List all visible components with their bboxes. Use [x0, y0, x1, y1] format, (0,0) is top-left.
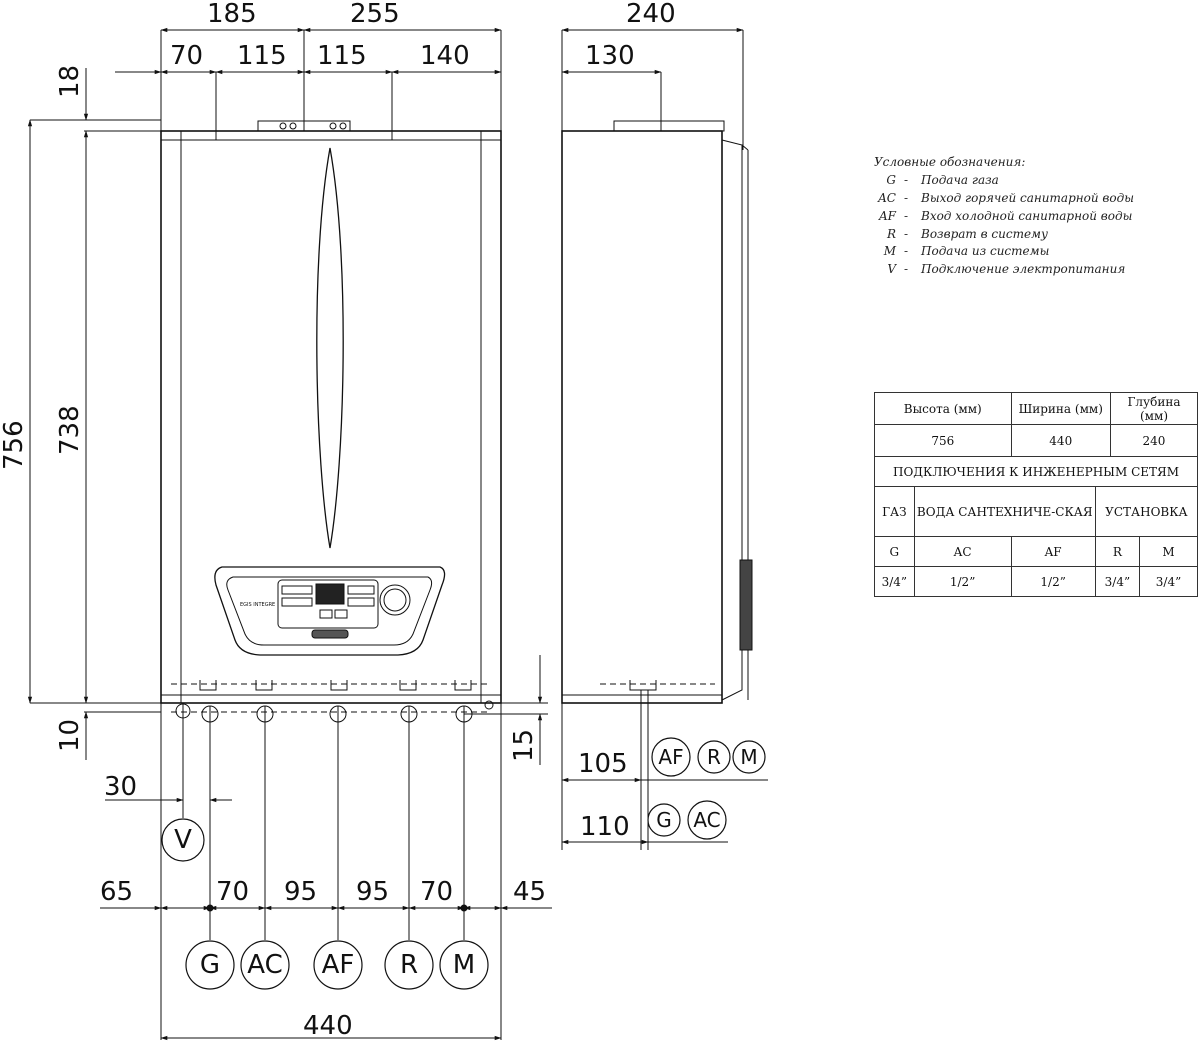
control-panel: EGIS INTEGRE	[214, 566, 446, 656]
conn-af: AF	[322, 950, 355, 980]
dim-bottom-65: 65	[100, 877, 133, 907]
legend-text-g: Подача газа	[920, 173, 999, 187]
dim-top-185: 185	[207, 0, 257, 29]
conn-r: R	[400, 950, 418, 980]
dim-side-130: 130	[585, 41, 635, 71]
value-width: 440	[1010, 424, 1111, 457]
dim-side-110: 110	[580, 812, 630, 842]
dim-bottom-70-left: 70	[216, 877, 249, 907]
side-view	[561, 120, 753, 704]
spec-table: Высота (мм) Ширина (мм) Глубина (мм) 756…	[874, 392, 1199, 597]
value-depth: 240	[1109, 424, 1199, 457]
legend-code-r: R	[886, 227, 896, 241]
legend-text-m: Подача из системы	[920, 244, 1049, 258]
code-m: M	[1138, 536, 1199, 567]
dim-left-18: 18	[55, 65, 85, 98]
group-installation: УСТАНОВКА	[1094, 486, 1199, 537]
dim-bottom-95-left: 95	[284, 877, 317, 907]
dim-left-738: 738	[55, 405, 85, 455]
svg-text:-: -	[904, 191, 908, 205]
dim-left-10: 10	[55, 719, 85, 752]
conn-ac: AC	[247, 950, 282, 980]
side-conn-af: AF	[658, 745, 683, 769]
svg-text:-: -	[904, 227, 908, 241]
side-conn-m: M	[740, 745, 757, 769]
side-conn-ac: AC	[693, 808, 720, 832]
dim-top-140: 140	[420, 41, 470, 71]
legend-code-ac: AC	[877, 191, 896, 205]
side-conn-r: R	[707, 745, 721, 769]
code-af: AF	[1010, 536, 1096, 567]
panel-brand-text: EGIS INTEGRE	[240, 602, 275, 608]
connection-fittings	[199, 680, 472, 691]
size-af: 1/2”	[1010, 566, 1096, 597]
dim-right-15: 15	[509, 729, 539, 762]
dim-side-105: 105	[578, 749, 628, 779]
size-ac: 1/2”	[913, 566, 1012, 597]
svg-text:-: -	[904, 262, 908, 276]
legend-code-g: G	[886, 173, 896, 187]
section-title: ПОДКЛЮЧЕНИЯ К ИНЖЕНЕРНЫМ СЕТЯМ	[874, 456, 1198, 487]
size-m: 3/4”	[1138, 566, 1199, 597]
dim-bottom-30: 30	[104, 772, 137, 802]
code-ac: AC	[913, 536, 1012, 567]
size-r: 3/4”	[1094, 566, 1140, 597]
conn-v: V	[174, 825, 192, 855]
side-conn-g: G	[656, 808, 672, 832]
conn-g: G	[200, 950, 220, 980]
dim-top-115-left: 115	[237, 41, 287, 71]
group-gas: ГАЗ	[874, 486, 915, 537]
legend-code-v: V	[887, 262, 897, 276]
legend-code-m: M	[883, 244, 897, 258]
legend-text-r: Возврат в систему	[920, 227, 1048, 241]
dim-side-240: 240	[626, 0, 676, 29]
dim-bottom-440: 440	[303, 1011, 353, 1041]
legend-text-v: Подключение электропитания	[920, 262, 1125, 276]
dim-bottom-45: 45	[513, 877, 546, 907]
header-depth: Глубина (мм)	[1109, 392, 1199, 425]
dim-top-115-right: 115	[317, 41, 367, 71]
svg-text:-: -	[904, 173, 908, 187]
legend-text-ac: Выход горячей санитарной воды	[920, 191, 1134, 205]
dim-bottom-70-right: 70	[420, 877, 453, 907]
dim-left-756: 756	[0, 420, 29, 470]
legend-code-af: AF	[878, 209, 897, 223]
dim-top-255: 255	[350, 0, 400, 29]
dim-top-70: 70	[170, 41, 203, 71]
header-width: Ширина (мм)	[1010, 392, 1111, 425]
svg-text:-: -	[904, 209, 908, 223]
code-r: R	[1094, 536, 1140, 567]
legend-title: Условные обозначения:	[874, 155, 1025, 169]
value-height: 756	[874, 424, 1012, 457]
svg-text:-: -	[904, 244, 908, 258]
conn-m: M	[453, 950, 475, 980]
legend: Условные обозначения: G - Подача газа AC…	[874, 155, 1134, 276]
group-water: ВОДА САНТЕХНИЧЕ-СКАЯ	[913, 486, 1096, 537]
code-g: G	[874, 536, 915, 567]
legend-text-af: Вход холодной санитарной воды	[920, 209, 1132, 223]
front-view: EGIS INTEGRE	[160, 120, 502, 940]
size-g: 3/4”	[874, 566, 915, 597]
header-height: Высота (мм)	[874, 392, 1012, 425]
dim-bottom-95-right: 95	[356, 877, 389, 907]
